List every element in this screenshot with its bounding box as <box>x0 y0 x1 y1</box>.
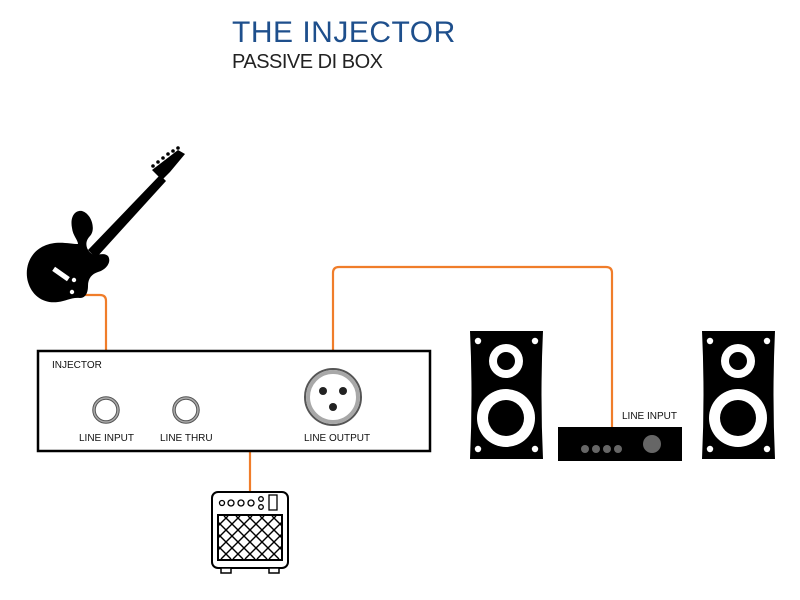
electric-guitar-icon <box>26 146 185 303</box>
line-input-label: LINE INPUT <box>79 433 134 444</box>
di-box: INJECTOR LINE INPUT LINE THRU LINE OUTPU… <box>36 349 432 453</box>
di-box-label: INJECTOR <box>52 360 102 371</box>
diagram-subtitle: PASSIVE DI BOX <box>232 51 383 73</box>
line-thru-jack[interactable] <box>172 396 200 424</box>
audio-interface-icon <box>558 427 682 461</box>
diagram-title: THE INJECTOR <box>232 16 456 49</box>
line-thru-label: LINE THRU <box>160 433 213 444</box>
studio-monitor-icon <box>470 331 543 459</box>
mixer-line-input-label: LINE INPUT <box>622 411 677 422</box>
guitar-amplifier-icon <box>211 491 289 574</box>
amp-grille <box>217 514 283 561</box>
cable-guitar-to-line-input <box>84 293 108 408</box>
line-output-label: LINE OUTPUT <box>304 433 370 444</box>
cable-line-output-to-mixer <box>331 265 614 427</box>
studio-monitor-icon <box>702 331 775 459</box>
line-output-xlr-jack[interactable] <box>304 368 362 426</box>
line-input-jack[interactable] <box>92 396 120 424</box>
